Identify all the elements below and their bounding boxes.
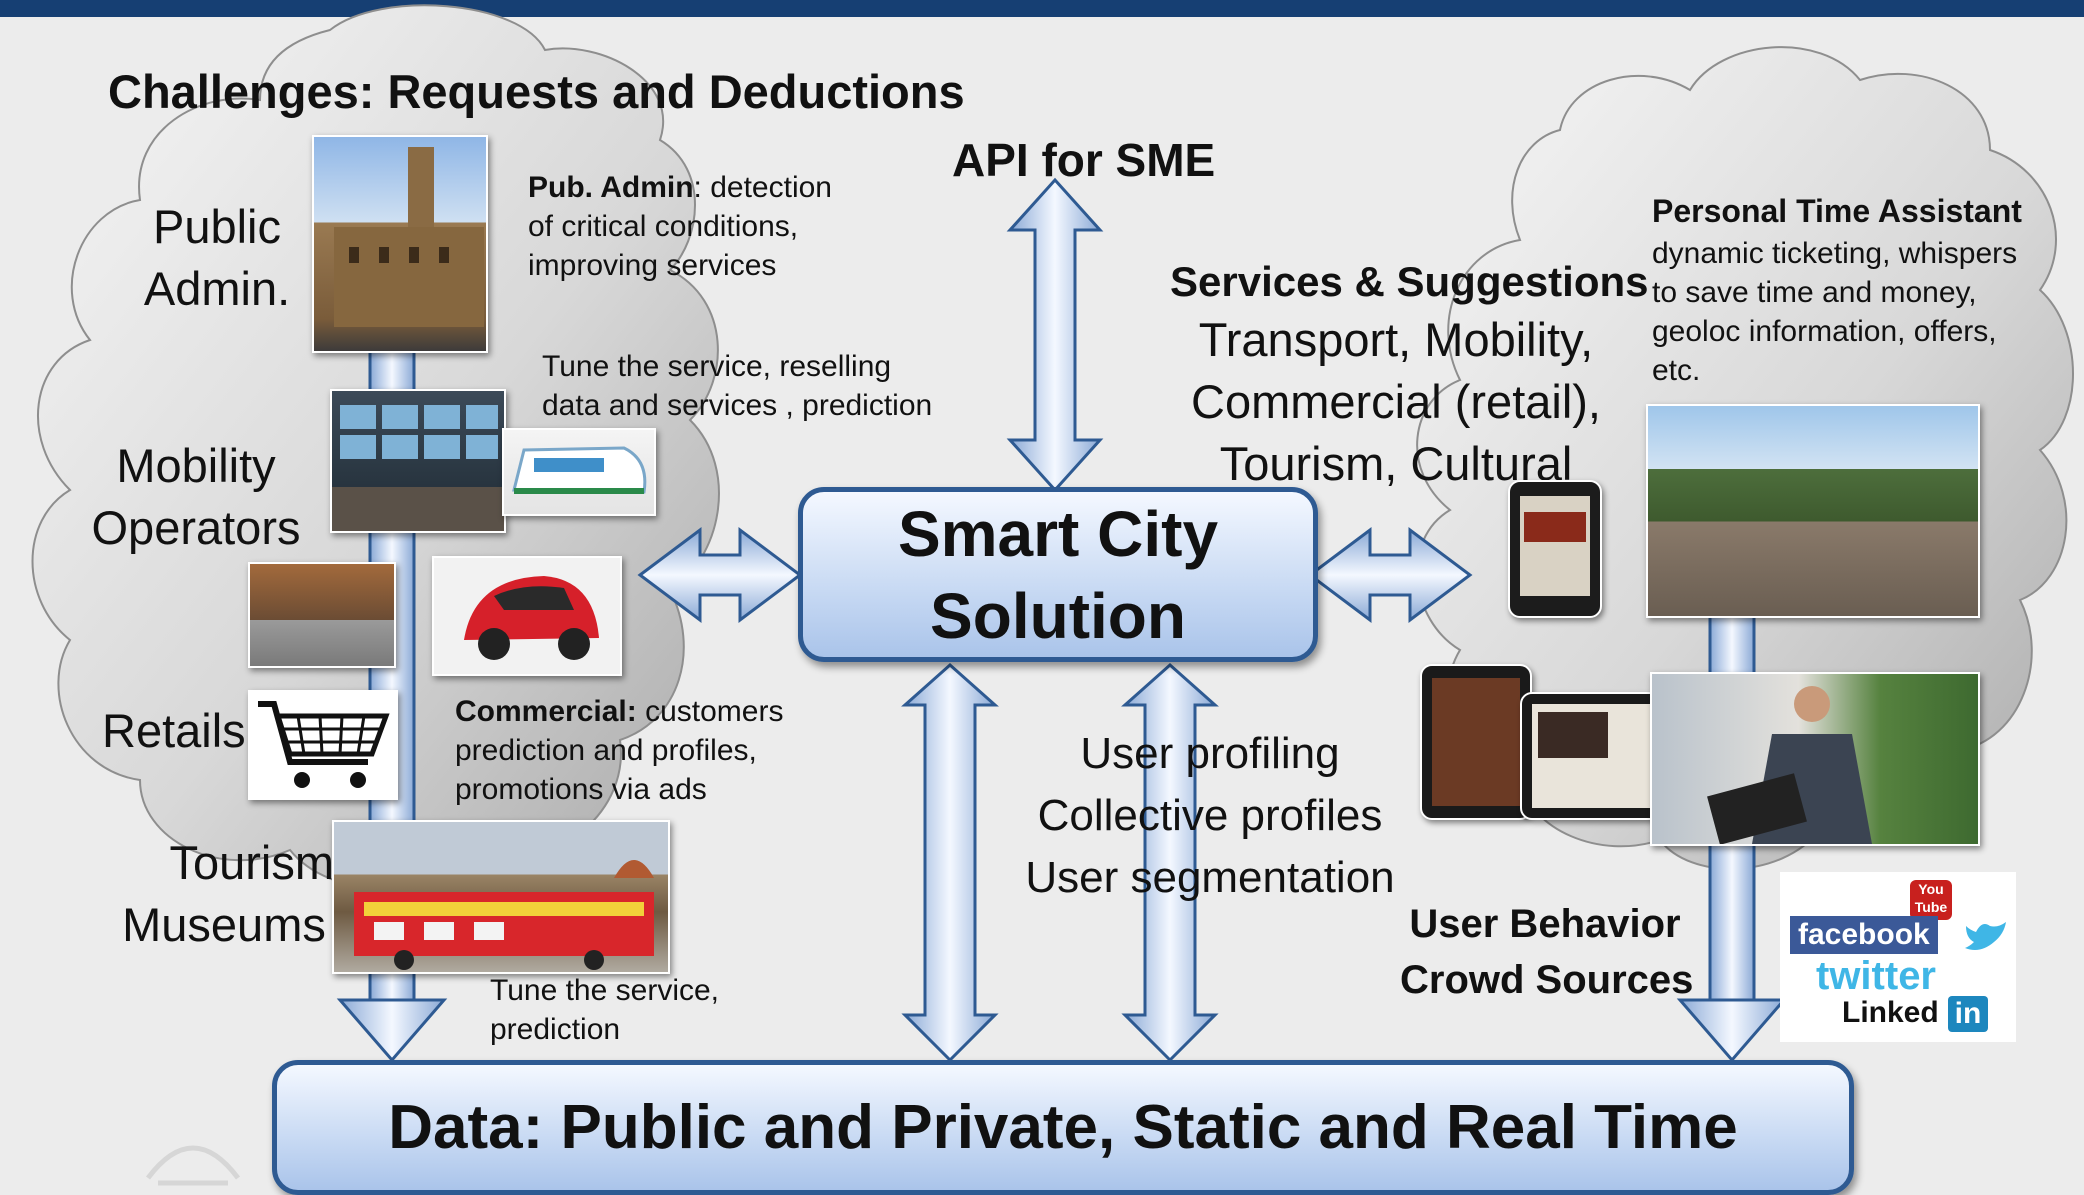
- note-pub-admin-text: : detection of critical conditions, impr…: [528, 171, 832, 282]
- facebook-logo: facebook: [1790, 916, 1938, 954]
- note-commercial-bold: Commercial:: [455, 695, 637, 728]
- smart-city-line1: Smart City: [897, 497, 1219, 570]
- smartphone-photo: [1508, 480, 1602, 618]
- category-mobility-line2: Operators: [91, 501, 301, 554]
- services-line1: Transport, Mobility,: [1198, 313, 1594, 366]
- profiling-line3: User segmentation: [1025, 853, 1395, 902]
- smart-city-box: Smart City Solution: [798, 487, 1318, 662]
- monitor-wall-icon: [332, 405, 504, 531]
- smartphone-icon: [1520, 496, 1590, 596]
- smart-city-line2: Solution: [930, 579, 1186, 652]
- category-mobility: Mobility Operators: [78, 435, 314, 559]
- train-icon: [512, 446, 647, 494]
- shopping-cart-icon: [258, 701, 390, 788]
- shopping-cart-photo: [248, 690, 398, 800]
- tablet-photo-2: [1520, 692, 1664, 820]
- seal-watermark-icon: [146, 1145, 240, 1186]
- control-room-photo: [330, 389, 506, 533]
- user-behavior-line2: Crowd Sources: [1400, 958, 1694, 1002]
- palazzo-vecchio-photo: [312, 135, 488, 353]
- assistant-heading: Personal Time Assistant: [1652, 193, 2022, 229]
- crowd-photo: [1646, 404, 1980, 618]
- services-heading: Services & Suggestions: [1170, 258, 1649, 305]
- red-car-photo: [432, 556, 622, 676]
- category-tourism: Tourism Museums: [114, 832, 334, 956]
- right-double-arrow: [1307, 527, 1473, 623]
- services-line2: Commercial (retail),: [1191, 375, 1601, 428]
- parking-photo: [248, 562, 396, 668]
- train-photo: [502, 428, 656, 516]
- note-pub-admin-bold: Pub. Admin: [528, 171, 694, 204]
- api-label: API for SME: [952, 134, 1216, 186]
- businessman-photo: [1650, 672, 1980, 846]
- note-tourism: Tune the service, prediction: [490, 974, 719, 1046]
- linkedin-logo: Linked: [1842, 996, 1939, 1029]
- car-icon: [464, 576, 599, 660]
- profiling-line1: User profiling: [1080, 729, 1340, 778]
- bus-icon: [354, 860, 654, 970]
- palazzo-tower-icon: [334, 147, 484, 327]
- tablet-photo-1: [1420, 664, 1532, 820]
- social-logos: You Tube facebook twitter Linked in: [1780, 872, 2016, 1042]
- twitter-bird-icon: [1965, 922, 2006, 950]
- user-behavior-line1: User Behavior: [1409, 902, 1681, 946]
- note-mobility: Tune the service, reselling data and ser…: [542, 350, 933, 422]
- note-commercial-text: customers prediction and profiles, promo…: [455, 695, 784, 806]
- assistant-body: dynamic ticketing, whispers to save time…: [1652, 237, 2018, 387]
- profiling-lines: User profiling Collective profiles User …: [1020, 723, 1400, 909]
- page-title: Challenges: Requests and Deductions: [108, 65, 965, 118]
- tablet-icon: [1432, 678, 1520, 806]
- note-commercial: Commercial: customers prediction and pro…: [455, 692, 785, 809]
- smart-city-label: Smart City Solution: [898, 493, 1218, 657]
- category-public-admin: Public Admin.: [132, 196, 302, 320]
- services-lines: Transport, Mobility, Commercial (retail)…: [1186, 309, 1606, 495]
- data-bar-label: Data: Public and Private, Static and Rea…: [388, 1093, 1738, 1162]
- category-tourism-line1: Tourism: [169, 836, 334, 889]
- person-laptop-icon: [1707, 686, 1872, 844]
- twitter-logo: twitter: [1816, 954, 1936, 998]
- tablet-screen-icon: [1532, 704, 1652, 808]
- category-retails: Retails: [102, 704, 246, 757]
- data-double-arrow-left: [901, 662, 999, 1063]
- api-double-arrow: [1006, 177, 1104, 493]
- category-public-admin-line2: Admin.: [143, 262, 291, 315]
- linkedin-in-logo: in: [1948, 996, 1988, 1032]
- category-mobility-line1: Mobility: [116, 439, 276, 492]
- youtube-logo: You Tube: [1910, 880, 1952, 920]
- user-behavior: User Behavior Crowd Sources: [1400, 896, 1694, 1008]
- category-tourism-line2: Museums: [122, 898, 326, 951]
- data-bar: Data: Public and Private, Static and Rea…: [272, 1060, 1854, 1195]
- note-pub-admin: Pub. Admin: detection of critical condit…: [528, 168, 848, 285]
- profiling-line2: Collective profiles: [1037, 791, 1383, 840]
- category-public-admin-line1: Public: [152, 200, 281, 253]
- tour-bus-photo: [332, 820, 670, 974]
- top-banner: [0, 0, 2084, 17]
